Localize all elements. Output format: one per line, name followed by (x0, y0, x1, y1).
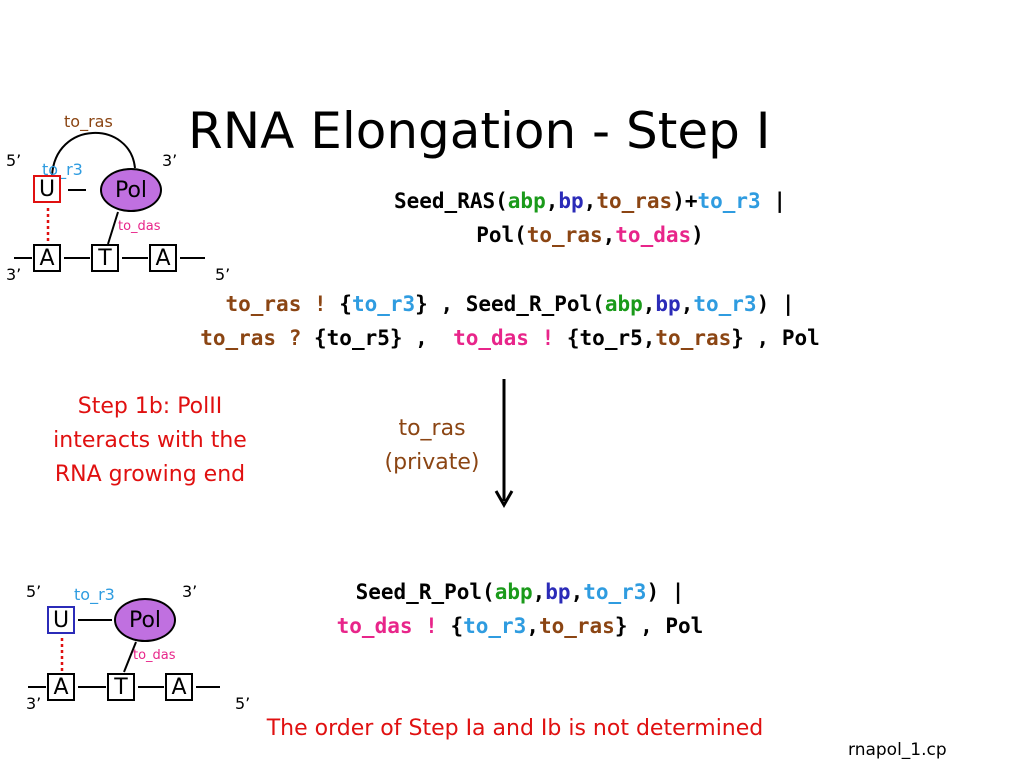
label-to-r3-bottom: to_r3 (74, 585, 115, 604)
footer-file-name: rnapol_1.cp (848, 740, 947, 760)
bottom-note: The order of Step Ia and Ib is not deter… (266, 716, 764, 741)
arrow-label-line2: (private) (384, 450, 480, 475)
pol-ellipse-bottom: Pol (114, 598, 176, 642)
dna-base-a2: A (149, 244, 177, 272)
top-code-line3: to_ras ! {to_r3} , Seed_R_Pol(abp,bp,to_… (225, 292, 795, 316)
rna-base-u-bottom: U (47, 606, 75, 634)
arrow-label-line1: to_ras (398, 416, 466, 441)
top-code-line2: Pol(to_ras,to_das) (476, 223, 704, 247)
pol-t-bond (107, 211, 119, 245)
five-prime-label-bottom: 5’ (26, 582, 42, 601)
dna-base-a2-bottom: A (165, 673, 193, 701)
diagram-top-lines (14, 132, 205, 259)
label-to-das: to_das (118, 219, 161, 234)
step-note: Step 1b: PolII interacts with the RNA gr… (53, 394, 247, 487)
label-to-das-bottom: to_das (133, 648, 176, 663)
rna-base-u: U (33, 175, 61, 203)
five-prime-label: 5’ (6, 151, 22, 170)
three-prime-label: 3’ (162, 151, 178, 170)
to-ras-arc (51, 132, 136, 177)
three-prime-bottom-label: 3’ (6, 265, 22, 284)
label-to-ras: to_ras (64, 112, 113, 131)
top-code-line4: to_ras ? {to_r5} , to_das ! {to_r5,to_ra… (200, 326, 820, 350)
bottom-code-line1: Seed_R_Pol(abp,bp,to_r3) | (355, 580, 685, 604)
transition-arrow (494, 379, 514, 509)
pol-ellipse: Pol (100, 168, 162, 212)
slide-title: RNA Elongation - Step I (188, 102, 771, 160)
three-prime-bottom-label-2: 3’ (26, 694, 42, 713)
five-prime-bottom-label: 5’ (215, 265, 231, 284)
pol-t-bond-bottom (123, 641, 137, 673)
dna-base-a1: A (33, 244, 61, 272)
dna-base-t: T (91, 244, 119, 272)
bottom-code-line2: to_das ! {to_r3,to_ras} , Pol (336, 614, 704, 638)
three-prime-label-bottom: 3’ (182, 582, 198, 601)
five-prime-bottom-label-2: 5’ (235, 694, 251, 713)
dna-base-t-bottom: T (107, 673, 135, 701)
arrow-label: to_ras (private) (352, 412, 512, 480)
top-code-line1: Seed_RAS(abp,bp,to_ras)+to_r3 | (393, 189, 786, 213)
diagram-bottom-lines (28, 619, 220, 688)
label-to-r3: to_r3 (42, 160, 83, 179)
dna-base-a1-bottom: A (47, 673, 75, 701)
